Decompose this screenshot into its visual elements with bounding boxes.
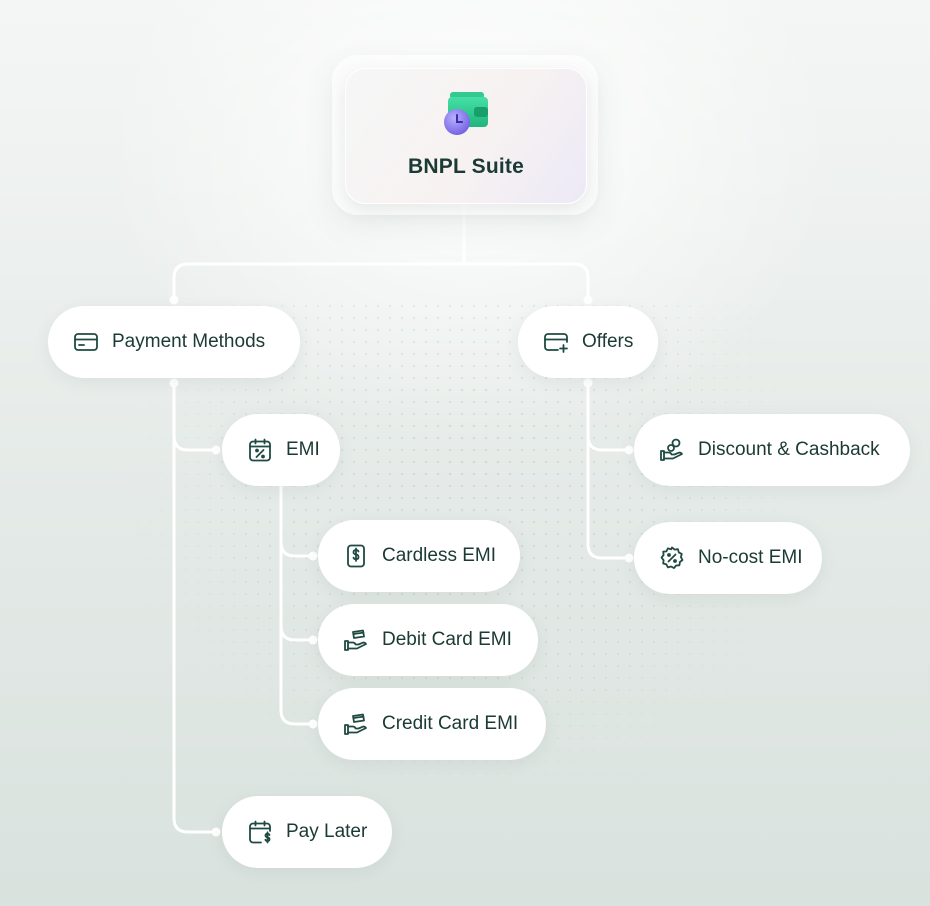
calendar-percent-icon xyxy=(246,436,274,464)
node-label: Pay Later xyxy=(286,821,368,842)
node-payment-methods[interactable]: Payment Methods xyxy=(48,306,300,378)
node-label: No-cost EMI xyxy=(698,547,803,568)
node-discount-cashback[interactable]: Discount & Cashback xyxy=(634,414,910,486)
hand-card-icon xyxy=(342,710,370,738)
calendar-dollar-icon xyxy=(246,818,274,846)
percent-badge-icon xyxy=(658,544,686,572)
card-plus-icon xyxy=(542,328,570,356)
node-label: Payment Methods xyxy=(112,331,266,352)
wallet-clock-icon xyxy=(444,92,488,135)
node-label: EMI xyxy=(286,439,320,460)
credit-card-icon xyxy=(72,328,100,356)
node-label: Credit Card EMI xyxy=(382,713,519,734)
node-no-cost-emi[interactable]: No-cost EMI xyxy=(634,522,822,594)
node-credit-card-emi[interactable]: Credit Card EMI xyxy=(318,688,546,760)
hand-card-icon xyxy=(342,626,370,654)
node-label: Cardless EMI xyxy=(382,545,497,566)
node-pay-later[interactable]: Pay Later xyxy=(222,796,392,868)
node-label: Discount & Cashback xyxy=(698,439,880,460)
node-offers[interactable]: Offers xyxy=(518,306,658,378)
root-node[interactable]: BNPL Suite xyxy=(345,68,587,204)
node-label: Debit Card EMI xyxy=(382,629,512,650)
hand-coins-icon xyxy=(658,436,686,464)
node-cardless-emi[interactable]: Cardless EMI xyxy=(318,520,520,592)
node-emi[interactable]: EMI xyxy=(222,414,340,486)
root-title: BNPL Suite xyxy=(408,155,524,178)
node-debit-card-emi[interactable]: Debit Card EMI xyxy=(318,604,538,676)
dollar-document-icon xyxy=(342,542,370,570)
node-label: Offers xyxy=(582,331,634,352)
